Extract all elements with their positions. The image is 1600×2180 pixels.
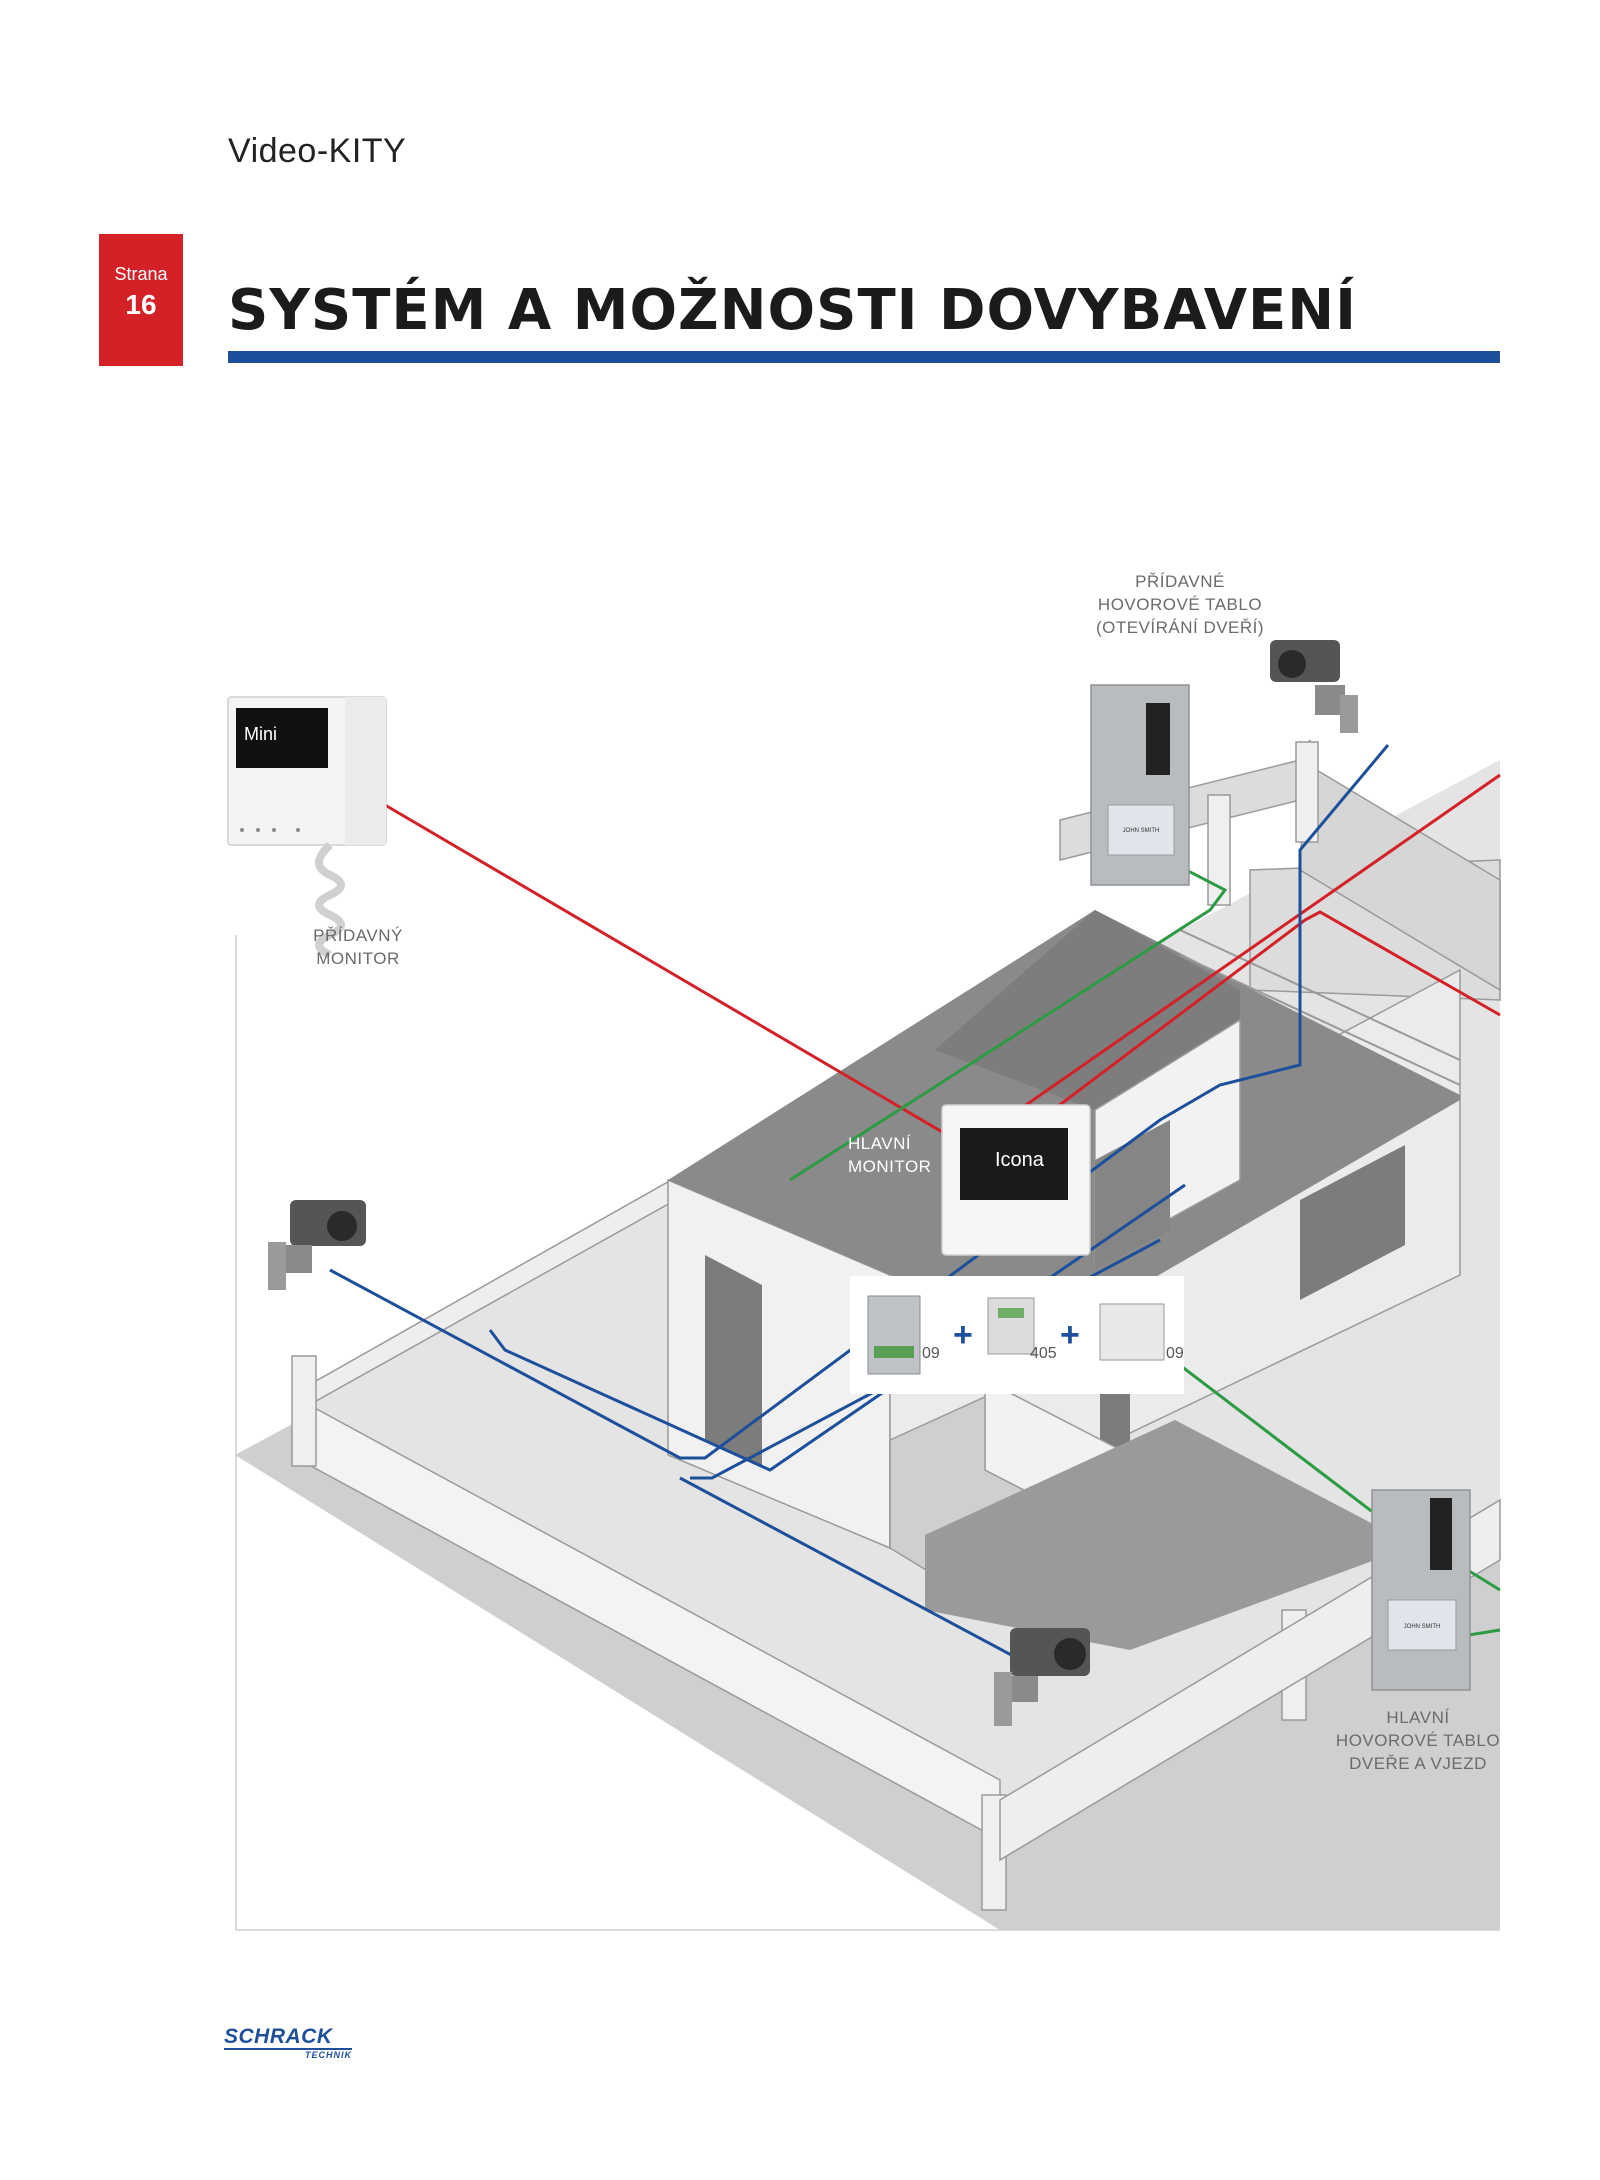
section-title: Video-KITY	[228, 132, 407, 170]
window	[1300, 1145, 1405, 1300]
module-code: 09	[1166, 1345, 1184, 1362]
camera-left	[268, 1200, 366, 1290]
blue-wire	[679, 1476, 1031, 1667]
plus-sign: +	[1060, 1316, 1080, 1354]
camera-bottom	[994, 1628, 1090, 1726]
red-wire	[989, 773, 1501, 1132]
red-wire	[999, 910, 1501, 1152]
callout-extra-door-panel: PŘÍDAVNÉ HOVOROVÉ TABLO (OTEVÍRÁNÍ DVEŘÍ…	[1080, 570, 1280, 639]
callout-line: HOVOROVÉ TABLO	[1335, 1731, 1501, 1750]
window	[705, 1255, 762, 1468]
page-title: SYSTÉM A MOŽNOSTI DOVYBAVENÍ	[228, 278, 1357, 343]
modules-illustration: + + 09 405 09	[867, 1295, 1184, 1375]
callout-extra-monitor: PŘÍDAVNÝ MONITOR	[298, 924, 418, 970]
title-underline	[228, 351, 1500, 363]
logo-subtext: TECHNIK	[305, 2050, 352, 2060]
callout-line: MONITOR	[848, 1157, 932, 1176]
roof-railing	[1179, 929, 1461, 1061]
nameplate-text: JOHN SMITH	[1404, 1624, 1441, 1630]
schrack-logo: SCHRACK TECHNIK	[224, 2026, 352, 2060]
fence-pillar	[1295, 741, 1319, 843]
page-number: 16	[125, 289, 157, 320]
nameplate-text: JOHN SMITH	[1123, 828, 1160, 834]
mini-monitor-device: Mini	[227, 696, 387, 959]
logo-text: SCHRACK	[224, 2026, 352, 2050]
callout-line: PŘÍDAVNÝ	[313, 926, 403, 945]
icona-screen-text: Icona	[995, 1149, 1045, 1171]
callout-main-monitor: HLAVNÍ MONITOR	[848, 1132, 958, 1178]
camera-top-right	[1270, 640, 1358, 733]
roof-railing	[1179, 954, 1461, 1086]
callout-main-door-panel: HLAVNÍ HOVOROVÉ TABLO DVEŘE A VJEZD	[1318, 1706, 1518, 1775]
callout-line: HLAVNÍ	[1386, 1708, 1450, 1727]
fence-pillar	[1207, 794, 1231, 906]
page-badge: Strana 16	[99, 234, 183, 366]
extra-door-panel-device: JOHN SMITH	[1090, 684, 1190, 886]
module-code: 09	[922, 1345, 940, 1362]
red-wire	[384, 803, 991, 1162]
callout-line: HLAVNÍ	[848, 1134, 912, 1153]
porch-floor	[925, 1420, 1375, 1650]
main-door-panel-device: JOHN SMITH	[1371, 1489, 1471, 1691]
module-code: 405	[1030, 1345, 1057, 1362]
plus-sign: +	[953, 1316, 973, 1354]
callout-line: (OTEVÍRÁNÍ DVEŘÍ)	[1095, 618, 1265, 637]
callout-line: DVEŘE A VJEZD	[1349, 1754, 1487, 1773]
fence-pillar	[291, 1355, 317, 1467]
blue-wire	[329, 744, 1390, 1460]
callout-line: PŘÍDAVNÉ	[1135, 572, 1225, 591]
icona-monitor-device: Icona	[941, 1104, 1091, 1256]
mini-screen-text: Mini	[244, 724, 277, 744]
callout-line: MONITOR	[316, 949, 400, 968]
accessory-modules: + + 09 405 09	[850, 1276, 1184, 1394]
page-label: Strana	[114, 264, 168, 284]
upper-block-top	[935, 910, 1240, 1110]
callout-line: HOVOROVÉ TABLO	[1097, 595, 1263, 614]
